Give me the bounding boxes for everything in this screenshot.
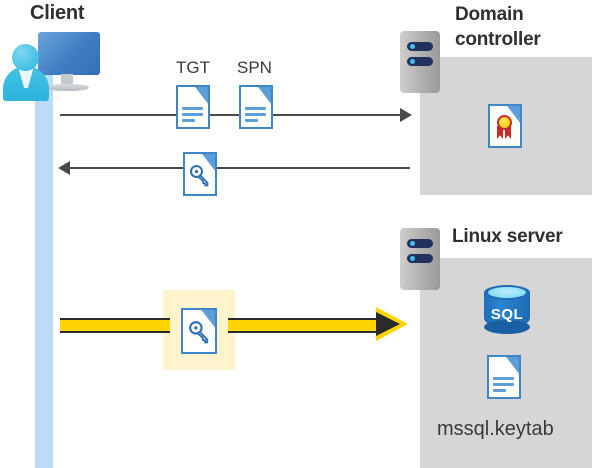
domain-controller-title: Domain controller xyxy=(455,4,541,50)
client-lifeline xyxy=(35,70,53,468)
keytab-flow-arrowhead xyxy=(376,312,400,336)
key-icon xyxy=(190,165,209,187)
key-icon xyxy=(189,321,209,344)
keytab-key-document-icon xyxy=(181,308,217,354)
flow-arrow-response-head xyxy=(58,161,70,175)
keytab-flow-line-right xyxy=(228,318,382,333)
tgt-label: TGT xyxy=(176,58,210,77)
domain-controller-server-icon xyxy=(400,31,440,93)
service-ticket-key-document-icon xyxy=(183,152,217,196)
flow-arrow-response-line xyxy=(70,167,410,169)
flow-arrow-request-line xyxy=(60,114,410,116)
keytab-document-icon xyxy=(487,355,521,399)
client-user-head-icon xyxy=(12,44,39,71)
spn-label: SPN xyxy=(237,58,272,77)
client-title: Client xyxy=(30,2,85,24)
spn-document-icon xyxy=(239,85,273,129)
client-monitor-icon xyxy=(38,32,100,75)
linux-server-icon xyxy=(400,228,440,290)
sql-database-icon: SQL xyxy=(484,284,530,336)
certificate-document-icon xyxy=(488,104,522,148)
keytab-flow-line-left xyxy=(60,318,170,333)
monitor-stand-icon xyxy=(61,74,73,85)
monitor-base-icon xyxy=(46,84,89,91)
flow-arrow-request-head xyxy=(400,108,412,122)
linux-server-title: Linux server xyxy=(452,226,563,247)
tgt-document-icon xyxy=(176,85,210,129)
sql-database-label: SQL xyxy=(490,306,524,323)
keytab-file-label: mssql.keytab xyxy=(437,418,554,440)
